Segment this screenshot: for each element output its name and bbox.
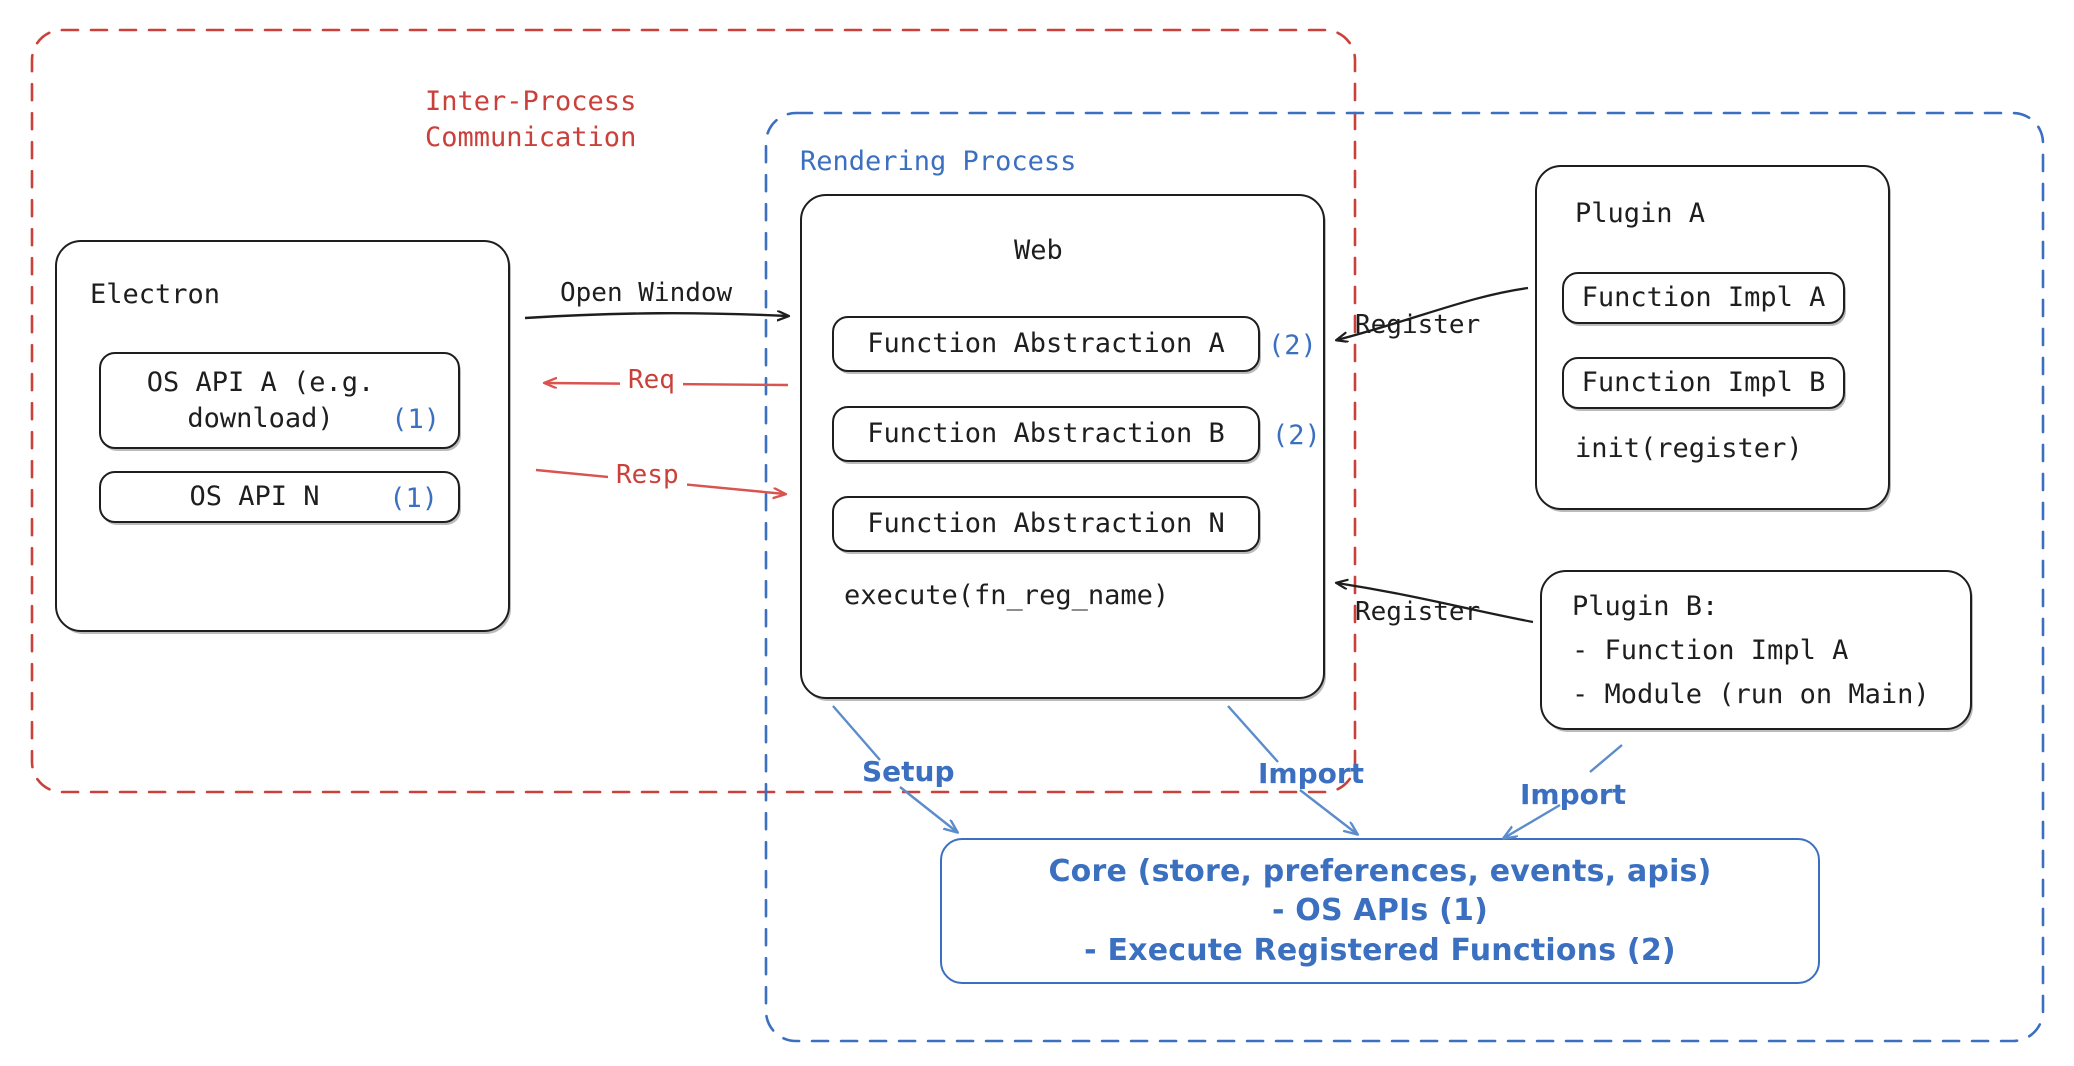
function-abstraction-n-label: Function Abstraction N xyxy=(867,508,1225,540)
plugin-b-item-2: - Module (run on Main) xyxy=(1572,679,1930,710)
function-abstraction-a-label: Function Abstraction A xyxy=(867,328,1225,360)
function-abstraction-n-box[interactable]: Function Abstraction N xyxy=(832,496,1260,552)
core-line-1: Core (store, preferences, events, apis) xyxy=(1048,853,1712,889)
function-abstraction-b-label: Function Abstraction B xyxy=(867,418,1225,450)
electron-title: Electron xyxy=(90,279,221,310)
core-text: Core (store, preferences, events, apis) … xyxy=(942,840,1818,982)
web-execute-label: execute(fn_reg_name) xyxy=(844,580,1170,611)
os-api-n-badge: (1) xyxy=(389,483,438,514)
register-b-arrow-label: Register xyxy=(1355,597,1481,627)
function-impl-a-box[interactable]: Function Impl A xyxy=(1562,272,1845,324)
web-title: Web xyxy=(1014,235,1063,266)
function-abstraction-b-badge: (2) xyxy=(1272,420,1321,451)
rendering-region-label: Rendering Process xyxy=(800,146,1077,177)
function-abstraction-a-box[interactable]: Function Abstraction A xyxy=(832,316,1260,372)
import-plugin-arrow-label: Import xyxy=(1520,778,1627,811)
open-window-arrow-label: Open Window xyxy=(560,278,733,308)
function-impl-b-label: Function Impl B xyxy=(1581,367,1826,399)
setup-arrow-label: Setup xyxy=(862,755,955,788)
os-api-a-badge: (1) xyxy=(391,404,440,435)
function-abstraction-b-box[interactable]: Function Abstraction B xyxy=(832,406,1260,462)
req-arrow-label: Req xyxy=(620,365,683,395)
plugin-a-init-label: init(register) xyxy=(1575,433,1803,464)
plugin-b-item-1: - Function Impl A xyxy=(1572,635,1849,666)
function-impl-b-box[interactable]: Function Impl B xyxy=(1562,357,1845,409)
os-api-a-box[interactable]: OS API A (e.g. download) (1) xyxy=(99,352,460,449)
plugin-a-title: Plugin A xyxy=(1575,198,1706,229)
function-abstraction-a-badge: (2) xyxy=(1268,330,1317,361)
electron-box[interactable]: Electron OS API A (e.g. download) (1) OS… xyxy=(55,240,510,632)
web-box[interactable]: Web Function Abstraction A (2) Function … xyxy=(800,194,1325,699)
os-api-n-box[interactable]: OS API N (1) xyxy=(99,471,460,523)
import-web-arrow-label: Import xyxy=(1258,757,1365,790)
core-line-2: - OS APIs (1) xyxy=(1271,893,1488,929)
plugin-b-title: Plugin B: xyxy=(1572,591,1719,622)
os-api-n-label: OS API N xyxy=(189,481,320,513)
function-impl-a-label: Function Impl A xyxy=(1581,282,1826,314)
core-line-3: - Execute Registered Functions (2) xyxy=(1084,932,1676,968)
open-window-arrow xyxy=(524,313,788,318)
resp-arrow-label: Resp xyxy=(608,460,687,490)
plugin-b-box[interactable]: Plugin B: - Function Impl A - Module (ru… xyxy=(1540,570,1972,730)
core-box[interactable]: Core (store, preferences, events, apis) … xyxy=(940,838,1820,984)
os-api-a-label: OS API A (e.g. download) xyxy=(146,367,375,434)
ipc-region-label: Inter-Process Communication xyxy=(425,86,637,153)
register-a-arrow-label: Register xyxy=(1355,310,1481,340)
plugin-a-box[interactable]: Plugin A Function Impl A Function Impl B… xyxy=(1535,165,1890,510)
